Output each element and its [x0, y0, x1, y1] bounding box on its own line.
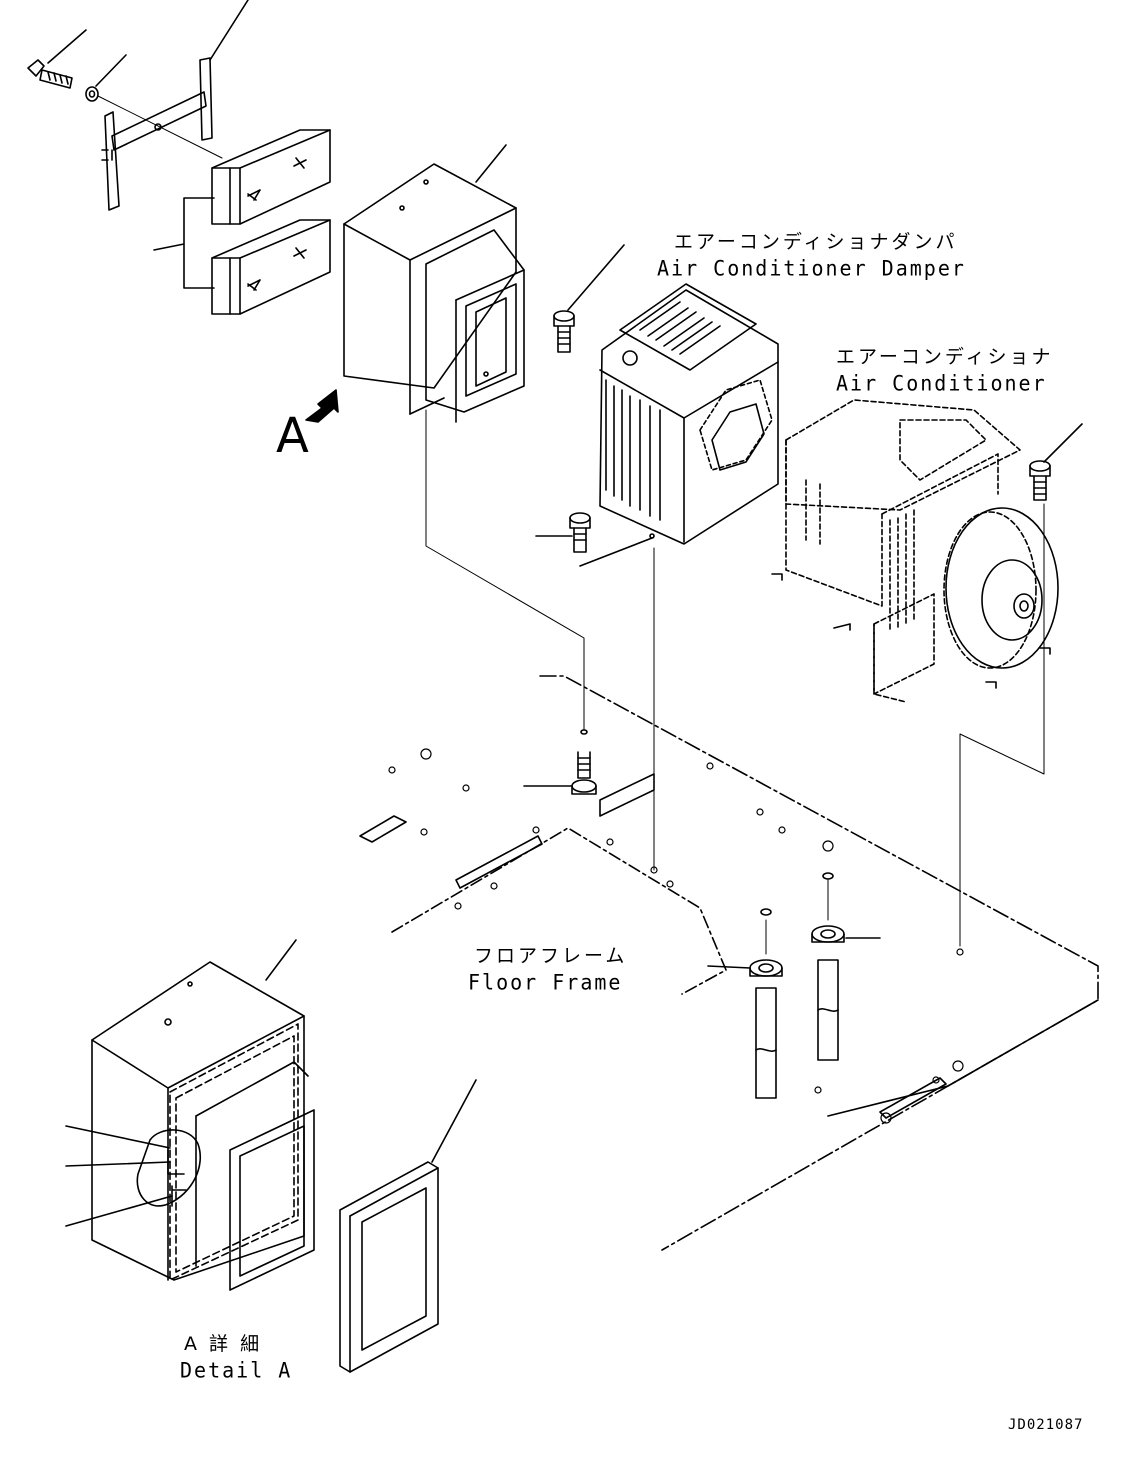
rubber-mount-left	[707, 908, 783, 1099]
filter-lower	[211, 219, 331, 315]
view-arrow	[305, 389, 339, 423]
view-marker-label: A	[276, 408, 310, 464]
air-conditioner-unit	[785, 399, 1021, 703]
ac-label-jp: エアーコンディショナ	[836, 346, 1054, 368]
ac-feet	[771, 573, 1051, 689]
detail-label-en: Detail A	[180, 1357, 293, 1383]
floor-label-jp: フロアフレーム	[474, 945, 628, 967]
damper-label-en: Air Conditioner Damper	[657, 255, 966, 281]
rubber-mount-right	[811, 872, 881, 1061]
alignment-lines	[425, 409, 1045, 955]
air-conditioner-damper	[599, 283, 779, 545]
floor-frame	[359, 675, 1099, 1251]
detail-a-box	[91, 939, 315, 1291]
filter-upper	[211, 129, 331, 225]
wing-bolt	[27, 29, 87, 89]
floor-holes	[388, 748, 964, 1124]
ac-label-en: Air Conditioner	[836, 370, 1047, 396]
duct-box	[343, 144, 525, 423]
detail-gasket-frame	[339, 1079, 477, 1373]
detail-seal-circle	[65, 1125, 202, 1227]
drawing-code: JD021087	[1008, 1417, 1084, 1433]
damper-label-jp: エアーコンディショナダンパ	[674, 231, 958, 253]
detail-label-jp: A 詳 細	[184, 1333, 263, 1355]
damper-bolt-top	[553, 244, 625, 353]
filters-callout	[153, 197, 215, 289]
floor-bolt	[523, 729, 597, 795]
ac-bolt	[1029, 423, 1083, 501]
damper-bolt-lower	[535, 512, 653, 567]
floor-label-en: Floor Frame	[468, 969, 623, 995]
washer	[85, 54, 127, 102]
mounting-bracket	[101, 0, 249, 211]
air-conditioner-fan	[943, 507, 1059, 669]
